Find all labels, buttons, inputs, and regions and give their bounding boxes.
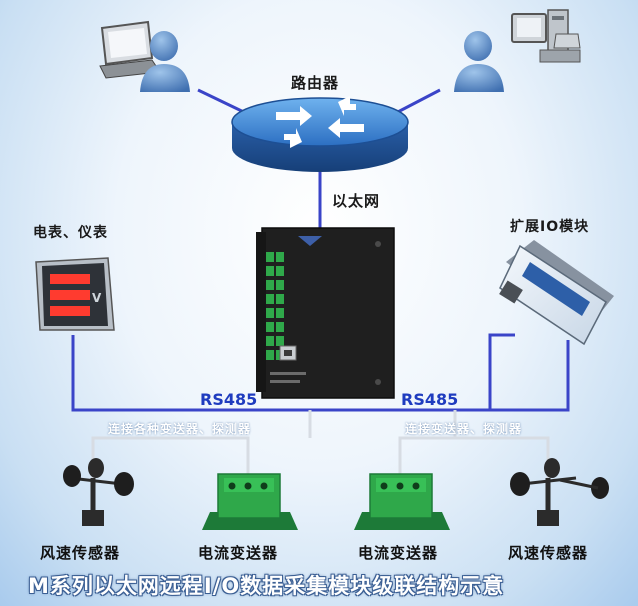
connect-label-left: 连接各种变送器、探测器: [108, 422, 252, 436]
wind-sensor-label-left: 风速传感器: [40, 544, 121, 562]
anemometer-icon-left: [63, 458, 134, 526]
current-transmitter-icon-right: [354, 473, 450, 530]
current-transmitter-label-left: 电流变送器: [198, 544, 279, 562]
diagram-caption: M系列以太网远程I/O数据采集模块级联结构示意: [28, 574, 505, 598]
current-transmitter-label-right: 电流变送器: [358, 544, 439, 562]
rs485-bus: [71, 335, 570, 412]
router-icon: [231, 96, 409, 172]
router-label: 路由器: [291, 74, 340, 92]
current-transmitter-icon-left: [202, 473, 298, 530]
wind-sensor-label-right: 风速传感器: [508, 544, 589, 562]
rs485-expansion-drop: [488, 333, 515, 410]
expansion-label: 扩展IO模块: [510, 219, 590, 235]
link-desktop-router: [391, 88, 441, 117]
anemometer-icon-right: [510, 458, 609, 526]
connect-label-right: 连接变送器、探测器: [405, 422, 523, 436]
rs485-label-right: RS485: [401, 390, 459, 409]
expansion-io-module: [499, 240, 614, 346]
rs485-label-left: RS485: [200, 390, 258, 409]
ethernet-io-module: [256, 227, 395, 399]
laptop-user-icon: [99, 20, 190, 92]
svg-text:V: V: [92, 291, 102, 305]
ethernet-label: 以太网: [332, 192, 381, 210]
desktop-user-icon: [454, 9, 581, 92]
meters-label: 电表、仪表: [33, 225, 108, 241]
panel-meter-icon: V: [35, 257, 115, 331]
